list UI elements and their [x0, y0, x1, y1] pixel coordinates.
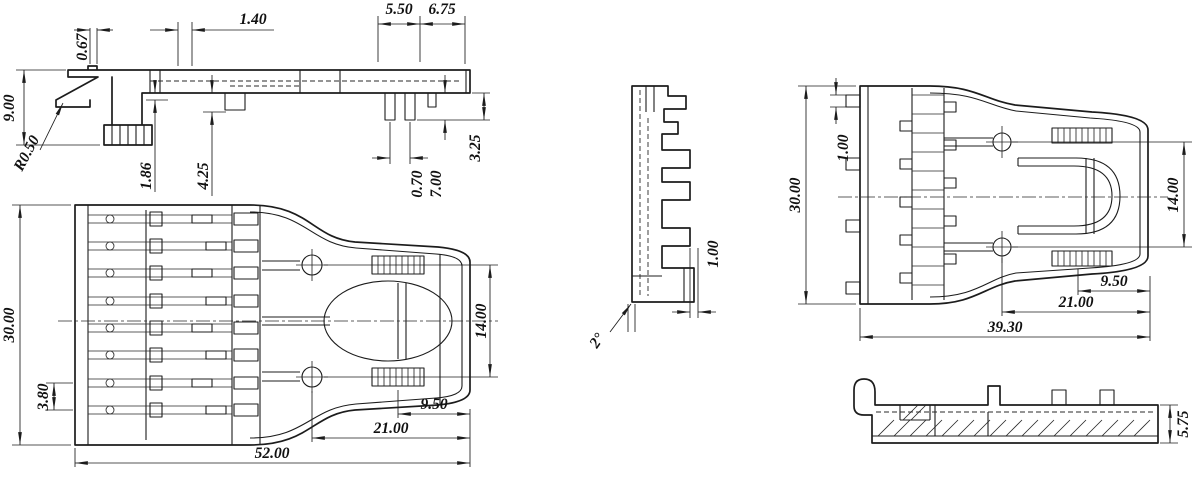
dim-label-0-70: 0.70 — [409, 170, 426, 197]
dim-label-5-50: 5.50 — [385, 1, 412, 18]
contact-finger-lines — [88, 214, 232, 415]
contact-hole — [105, 296, 115, 306]
dim-label-1-00: 1.00 — [835, 134, 852, 161]
u-slot-inner — [1017, 158, 1113, 234]
dim-label-21-00: 21.00 — [373, 420, 409, 437]
part-details — [872, 389, 1158, 437]
inner-contour — [929, 92, 1141, 298]
inner-contour — [249, 211, 463, 439]
extension-lines — [12, 204, 498, 467]
dim-label-9-00: 9.00 — [1, 94, 18, 121]
dim-label-6-75: 6.75 — [428, 1, 455, 18]
center-cross-lines — [986, 126, 1018, 263]
part-outline — [55, 65, 471, 146]
extension-lines — [798, 85, 1192, 341]
dim-label-5-75: 5.75 — [1175, 410, 1192, 437]
part-outline — [631, 85, 695, 303]
view-end-center: 1.00 2° — [586, 85, 722, 353]
view-side-elevation-left: 0.67 1.40 5.50 6.75 9.00 R0.50 1.86 4.25… — [1, 1, 490, 198]
dim-label-52-00: 52.00 — [255, 445, 290, 462]
contact-pads — [149, 211, 227, 418]
dim-label-7-00: 7.00 — [428, 170, 445, 197]
radius-leader-line — [39, 102, 64, 151]
dim-label-9-50: 9.50 — [420, 396, 447, 413]
dim-label-1-86: 1.86 — [138, 162, 155, 189]
part-details — [87, 205, 441, 445]
hidden-lines — [639, 90, 649, 298]
dim-label-39-30: 39.30 — [987, 319, 1023, 336]
dim-label-r0-50: R0.50 — [10, 133, 43, 175]
dim-label-3-25: 3.25 — [467, 134, 484, 162]
dim-label-30-00: 30.00 — [1, 307, 18, 343]
contact-hole — [105, 405, 115, 415]
ribbed-block — [1051, 127, 1113, 267]
hidden-lines — [150, 80, 462, 87]
u-slot-outer — [1018, 157, 1121, 235]
dim-label-3-80: 3.80 — [35, 383, 52, 411]
center-cross-lines — [296, 249, 328, 393]
comb-teeth — [899, 101, 957, 284]
contact-hole — [105, 214, 115, 224]
part-details — [845, 86, 993, 304]
ribbed-block — [371, 255, 425, 387]
angle-leader-line — [609, 303, 632, 333]
extension-lines — [16, 16, 490, 164]
dim-label-30-00: 30.00 — [787, 177, 804, 213]
view-side-elevation-right: 5.75 — [853, 378, 1192, 444]
dim-label-14-00: 14.00 — [473, 303, 490, 338]
part-details — [111, 70, 467, 145]
view-plan-right: 30.00 1.00 14.00 9.50 21.00 39.30 — [787, 78, 1192, 341]
dim-label-1-00: 1.00 — [705, 240, 722, 267]
comb-teeth — [233, 212, 259, 417]
contact-hole — [105, 268, 115, 278]
dim-label-21-00: 21.00 — [1058, 294, 1094, 311]
part-details — [632, 86, 685, 302]
contact-hole — [105, 241, 115, 251]
contact-hole — [105, 378, 115, 388]
hatch-lines — [877, 404, 1151, 437]
part-outline — [853, 378, 1159, 444]
dim-label-4-25: 4.25 — [195, 162, 212, 190]
ladder-rungs — [912, 94, 944, 286]
rib-lines — [1057, 128, 1107, 266]
contact-hole — [105, 323, 115, 333]
dim-label-9-50: 9.50 — [1100, 273, 1127, 290]
part-outline — [859, 85, 1149, 305]
dim-label-0-67: 0.67 — [74, 32, 91, 60]
part-outline — [74, 204, 471, 446]
view-plan-left: 30.00 3.80 14.00 9.50 21.00 52.00 — [1, 204, 498, 467]
dim-label-1-40: 1.40 — [239, 11, 266, 28]
extension-lines — [627, 248, 699, 332]
contact-hole — [105, 350, 115, 360]
dim-label-2-deg: 2° — [586, 330, 609, 353]
dim-label-14-00: 14.00 — [1165, 177, 1182, 212]
